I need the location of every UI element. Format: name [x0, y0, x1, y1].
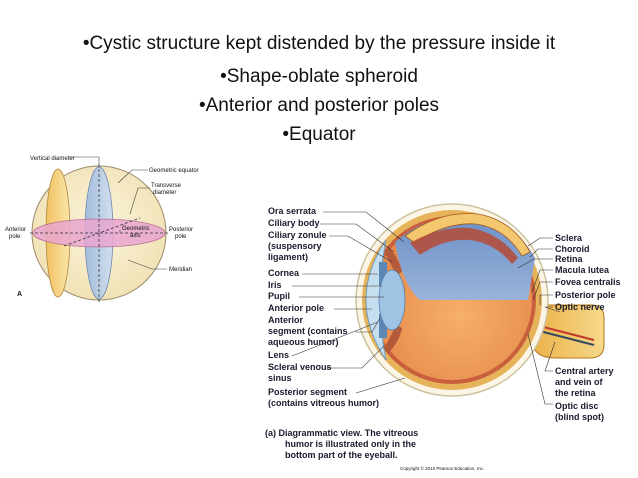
label-transverse-2: diameter [153, 190, 176, 196]
label-posterior-segment: Posterior segment [268, 387, 347, 397]
cutaway-wall [404, 213, 531, 257]
label-scleral-venous: Scleral venous [268, 362, 332, 372]
bullet-equator: •Equator [282, 124, 356, 145]
label-vein-of: and vein of [555, 377, 604, 387]
label-optic-disc: Optic disc [555, 401, 599, 411]
label-geometric-axis-1: Geometric [122, 226, 150, 232]
label-ligament: ligament) [268, 252, 308, 262]
label-suspensory: (suspensory [268, 241, 322, 251]
eye-right-leaders [517, 237, 561, 405]
retina-folds [410, 227, 518, 264]
label-anterior-pole-1: Anterior [5, 227, 26, 233]
label-ciliary-body: Ciliary body [268, 218, 320, 228]
caption-line-1: (a) Diagrammatic view. The vitreous [265, 428, 418, 438]
label-lens: Lens [268, 350, 289, 360]
leader-geometric-equator [117, 169, 148, 184]
leader-vertical-diameter [69, 156, 100, 164]
label-sinus: sinus [268, 373, 292, 383]
label-sclera: Sclera [555, 233, 583, 243]
label-optic-nerve: Optic nerve [555, 302, 605, 312]
caption-line-3: bottom part of the eyeball. [285, 450, 398, 460]
label-anterior-pole-2: pole [9, 234, 21, 240]
label-contains-vitreous: (contains vitreous humor) [268, 398, 379, 408]
label-segment-contains: segment (contains [268, 326, 348, 336]
label-macula-lutea: Macula lutea [555, 265, 610, 275]
leader-meridian [127, 259, 167, 270]
transverse-diameter-line [63, 217, 141, 247]
label-geometric-axis-2: axis [130, 233, 141, 239]
bullet-shape: •Shape-oblate spheroid [220, 66, 418, 87]
label-blind-spot: (blind spot) [555, 412, 604, 422]
label-choroid: Choroid [555, 244, 590, 254]
label-cornea: Cornea [268, 268, 300, 278]
bullet-poles: •Anterior and posterior poles [198, 95, 440, 116]
lens [378, 269, 406, 331]
label-geometric-equator: Geometric equator [149, 168, 199, 174]
label-fovea-centralis: Fovea centralis [555, 277, 621, 287]
bullet-cystic-structure: •Cystic structure kept distended by the … [82, 33, 556, 54]
label-posterior-pole-1: Posterior [169, 227, 193, 233]
label-ciliary-zonule: Ciliary zonule [268, 230, 327, 240]
label-ora-serrata: Ora serrata [268, 206, 317, 216]
caption-line-2: humor is illustrated only in the [285, 439, 416, 449]
label-anterior-pole: Anterior pole [268, 303, 324, 313]
globe-panel-letter: A [17, 291, 22, 298]
label-the-retina: the retina [555, 388, 597, 398]
label-retina: Retina [555, 254, 584, 264]
copyright: Copyright © 2010 Pearson Education, Inc. [400, 465, 484, 471]
label-posterior-pole-2: pole [175, 234, 187, 240]
leader-transverse [129, 187, 150, 215]
label-iris: Iris [268, 280, 282, 290]
label-posterior-pole: Posterior pole [555, 290, 616, 300]
label-meridian: Meridian [169, 267, 192, 273]
label-vertical-diameter: Vertical diameter [30, 156, 75, 162]
label-anterior-segment: Anterior [268, 315, 304, 325]
eye-left-leaders [291, 211, 406, 394]
label-transverse-1: Transverse [151, 183, 181, 189]
label-pupil: Pupil [268, 291, 290, 301]
label-aqueous-humor: aqueous humor) [268, 337, 339, 347]
label-central-artery: Central artery [555, 366, 614, 376]
